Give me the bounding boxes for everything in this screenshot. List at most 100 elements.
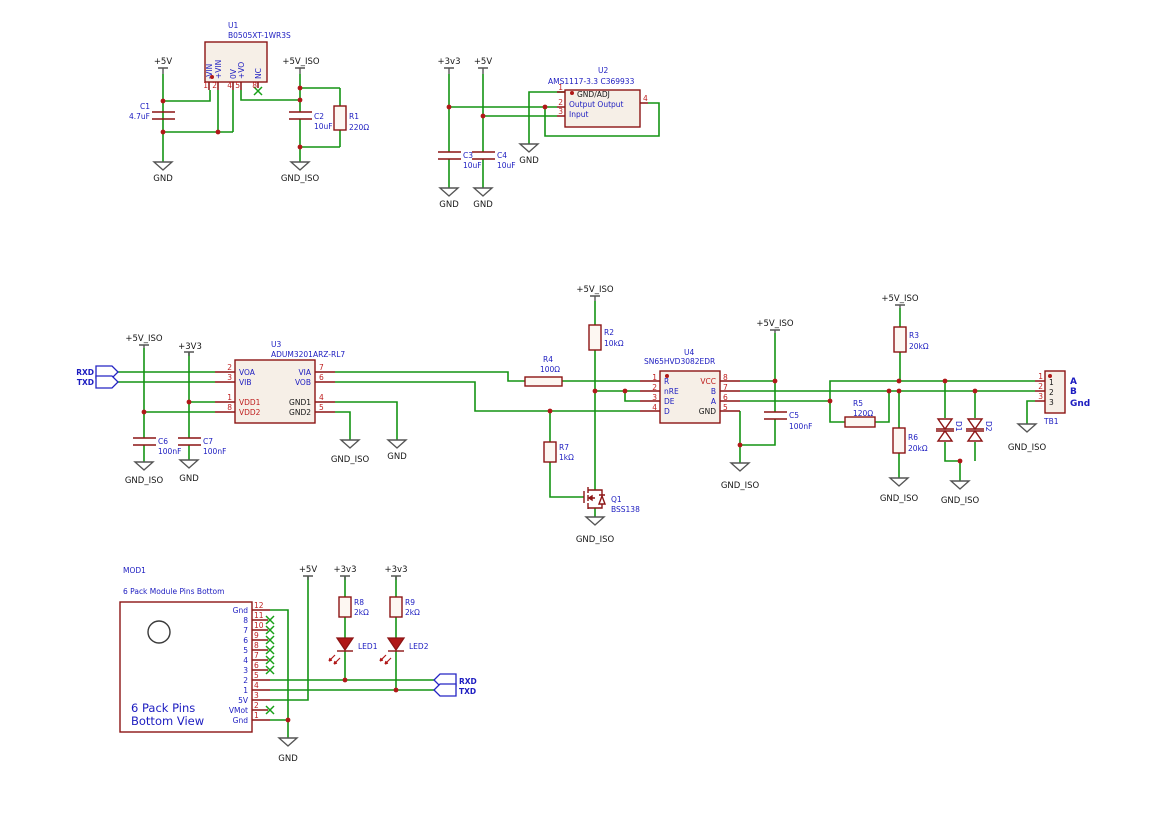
component-u2[interactable]: U2 AMS1117-3.3 C369933 1 2 3 4 GND/ADJ O… bbox=[548, 66, 648, 128]
component-u1[interactable]: U1 B0505XT-1WR3S 1 2 4 5 8 -VIN +VIN 0V … bbox=[203, 21, 291, 96]
gnd-symbol[interactable]: GND bbox=[438, 187, 460, 210]
gnd-symbol[interactable]: GND bbox=[518, 143, 540, 166]
r2-value[interactable]: 10kΩ bbox=[604, 339, 624, 348]
component-c1[interactable]: C1 4.7uF bbox=[129, 102, 175, 121]
component-q1[interactable]: Q1 BSS138 bbox=[583, 487, 640, 514]
component-c4[interactable]: C4 10uF bbox=[472, 151, 516, 170]
power-flag-3v3-3[interactable]: +3v3 bbox=[385, 565, 408, 580]
component-r9[interactable]: R9 2kΩ bbox=[389, 596, 420, 618]
r1-ref[interactable]: R1 bbox=[349, 112, 359, 121]
gnd-symbol[interactable]: GND bbox=[152, 161, 174, 184]
u3-value[interactable]: ADUM3201ARZ-RL7 bbox=[271, 350, 345, 359]
power-flag-5viso-1[interactable]: +5V_ISO bbox=[282, 57, 320, 74]
c5-value[interactable]: 100nF bbox=[789, 422, 812, 431]
mod1-value[interactable]: 6 Pack Module Pins Bottom bbox=[123, 587, 224, 596]
c2-ref[interactable]: C2 bbox=[314, 112, 324, 121]
power-flag-3v3uc[interactable]: +3V3 bbox=[178, 342, 202, 356]
gnd-iso-symbol[interactable]: GND_ISO bbox=[125, 461, 164, 486]
r5-value[interactable]: 120Ω bbox=[853, 409, 873, 418]
wire[interactable] bbox=[270, 576, 434, 738]
r8-ref[interactable]: R8 bbox=[354, 598, 364, 607]
c5-ref[interactable]: C5 bbox=[789, 411, 799, 420]
r1-value[interactable]: 220Ω bbox=[349, 123, 369, 132]
gnd-symbol[interactable]: GND bbox=[472, 187, 494, 210]
led2-ref[interactable]: LED2 bbox=[409, 642, 429, 651]
r4-value[interactable]: 100Ω bbox=[540, 365, 560, 374]
c1-value[interactable]: 4.7uF bbox=[129, 112, 150, 121]
power-flag-5v-3[interactable]: +5V bbox=[299, 565, 318, 580]
c1-ref[interactable]: C1 bbox=[140, 102, 150, 111]
component-tb1[interactable]: 1 2 3 1 2 3 A B Gnd TB1 bbox=[1035, 370, 1090, 426]
c3-value[interactable]: 10uF bbox=[463, 161, 482, 170]
wire[interactable] bbox=[739, 308, 1035, 481]
component-r1[interactable]: R1 220Ω bbox=[333, 105, 369, 132]
wire[interactable] bbox=[448, 74, 660, 188]
q1-value[interactable]: BSS138 bbox=[611, 505, 640, 514]
c6-value[interactable]: 100nF bbox=[158, 447, 181, 456]
component-mod1[interactable]: MOD1 6 Pack Module Pins Bottom 6 Pack Pi… bbox=[119, 566, 275, 733]
gnd-iso-symbol[interactable]: GND_ISO bbox=[721, 462, 760, 491]
component-r8[interactable]: R8 2kΩ bbox=[338, 596, 369, 618]
component-led2[interactable]: LED2 bbox=[379, 637, 429, 665]
power-flag-5viso-3[interactable]: +5V_ISO bbox=[576, 285, 614, 301]
led1-ref[interactable]: LED1 bbox=[358, 642, 378, 651]
c7-value[interactable]: 100nF bbox=[203, 447, 226, 456]
gnd-iso-symbol[interactable]: GND_ISO bbox=[576, 516, 615, 545]
power-flag-5viso-4[interactable]: +5V_ISO bbox=[756, 319, 794, 333]
d1-ref[interactable]: D1 bbox=[954, 421, 963, 432]
component-c6[interactable]: C6 100nF bbox=[133, 437, 181, 456]
r6-value[interactable]: 20kΩ bbox=[908, 444, 928, 453]
component-r7[interactable]: R7 1kΩ bbox=[543, 441, 574, 463]
component-led1[interactable]: LED1 bbox=[328, 637, 378, 665]
component-c3[interactable]: C3 10uF bbox=[438, 151, 482, 170]
net-label[interactable]: TXD bbox=[77, 378, 94, 387]
net-label[interactable]: RXD bbox=[76, 368, 94, 377]
u4-value[interactable]: SN65HVD3082EDR bbox=[644, 357, 715, 366]
gnd-iso-symbol[interactable]: GND_ISO bbox=[1008, 423, 1047, 453]
component-r6[interactable]: R6 20kΩ bbox=[892, 427, 928, 454]
component-u4[interactable]: U4 SN65HVD3082EDR 1 2 3 4 R nRE DE D 8 7… bbox=[640, 348, 740, 424]
c3-ref[interactable]: C3 bbox=[463, 151, 473, 160]
net-label[interactable]: RXD bbox=[459, 677, 477, 686]
gnd-symbol[interactable]: GND bbox=[386, 439, 408, 462]
u2-value[interactable]: AMS1117-3.3 C369933 bbox=[548, 77, 635, 86]
net-label[interactable]: TXD bbox=[459, 687, 476, 696]
c4-ref[interactable]: C4 bbox=[497, 151, 507, 160]
mod1-ref[interactable]: MOD1 bbox=[123, 566, 146, 575]
r3-value[interactable]: 20kΩ bbox=[909, 342, 929, 351]
power-flag-5v-1[interactable]: +5V bbox=[154, 57, 173, 74]
r9-value[interactable]: 2kΩ bbox=[405, 608, 420, 617]
gnd-symbol[interactable]: GND bbox=[277, 737, 299, 764]
r4-ref[interactable]: R4 bbox=[543, 355, 553, 364]
power-flag-3v3-2[interactable]: +3v3 bbox=[334, 565, 357, 580]
r7-value[interactable]: 1kΩ bbox=[559, 453, 574, 462]
gnd-symbol[interactable]: GND bbox=[178, 459, 200, 484]
r2-ref[interactable]: R2 bbox=[604, 328, 614, 337]
power-flag-3v3-1[interactable]: +3v3 bbox=[438, 57, 461, 74]
u1-value[interactable]: B0505XT-1WR3S bbox=[228, 31, 291, 40]
gnd-iso-symbol[interactable]: GND_ISO bbox=[941, 480, 980, 506]
component-r4[interactable]: R4 100Ω bbox=[524, 355, 563, 387]
c2-value[interactable]: 10uF bbox=[314, 122, 333, 131]
r3-ref[interactable]: R3 bbox=[909, 331, 919, 340]
component-r5[interactable]: R5 120Ω bbox=[844, 399, 876, 428]
power-flag-5viso-5[interactable]: +5V_ISO bbox=[881, 294, 919, 308]
component-c5[interactable]: C5 100nF bbox=[764, 411, 812, 431]
u2-ref[interactable]: U2 bbox=[598, 66, 608, 75]
r8-value[interactable]: 2kΩ bbox=[354, 608, 369, 617]
c6-ref[interactable]: C6 bbox=[158, 437, 168, 446]
r7-ref[interactable]: R7 bbox=[559, 443, 569, 452]
component-d1[interactable]: D1 bbox=[936, 418, 963, 442]
q1-ref[interactable]: Q1 bbox=[611, 495, 622, 504]
component-r3[interactable]: R3 20kΩ bbox=[893, 326, 929, 353]
net-flag-txd[interactable]: TXD bbox=[77, 375, 119, 389]
wire[interactable] bbox=[549, 301, 640, 517]
component-c2[interactable]: C2 10uF bbox=[289, 111, 333, 131]
d2-ref[interactable]: D2 bbox=[984, 421, 993, 432]
gnd-iso-symbol[interactable]: GND_ISO bbox=[281, 161, 320, 184]
component-r2[interactable]: R2 10kΩ bbox=[588, 324, 624, 351]
u1-ref[interactable]: U1 bbox=[228, 21, 238, 30]
power-flag-5viso-2[interactable]: +5V_ISO bbox=[125, 334, 163, 348]
component-d2[interactable]: D2 bbox=[966, 418, 993, 442]
r9-ref[interactable]: R9 bbox=[405, 598, 415, 607]
